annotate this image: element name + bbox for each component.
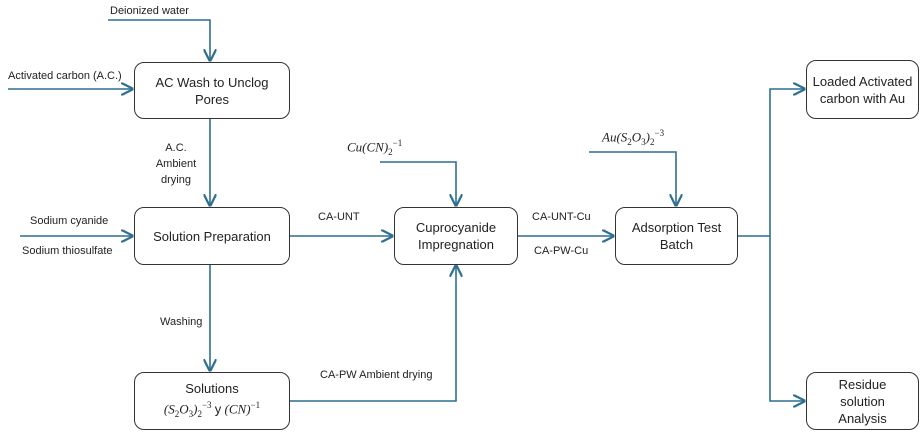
ac-wash-label: AC Wash to Unclog Pores xyxy=(155,74,269,107)
adsorption-label: Adsorption Test Batch xyxy=(631,220,722,252)
au-formula: Au(S2O3)2−3 xyxy=(602,128,665,147)
arrow-au xyxy=(589,151,676,205)
ca-unt-label: CA-UNT xyxy=(318,211,360,223)
loaded-label: Loaded Activated carbon with Au xyxy=(812,73,913,106)
solutions-box: Solutions (S2O3)2−3 y (CN)−1 xyxy=(134,372,290,430)
residue-label: Residue solution Analysis xyxy=(838,376,887,426)
arrow-deionized xyxy=(108,19,210,60)
washing-label: Washing xyxy=(160,316,203,328)
ca-pw-drying-label: CA-PW Ambient drying xyxy=(320,369,433,381)
cupro-box: Cuprocyanide Impregnation xyxy=(394,207,518,265)
ac-wash-box: AC Wash to Unclog Pores xyxy=(134,62,290,119)
arrow-cu xyxy=(380,161,456,205)
cu-formula: Cu(CN)2−1 xyxy=(347,138,403,157)
arrow-split xyxy=(738,89,804,237)
sodium-cyanide-label: Sodium cyanide xyxy=(30,215,109,227)
solution-prep-box: Solution Preparation xyxy=(134,207,290,265)
loaded-box: Loaded Activated carbon with Au xyxy=(806,60,919,119)
solutions-formula: (S2O3)2−3 y (CN)−1 xyxy=(163,399,261,419)
solutions-label: Solutions xyxy=(185,380,239,396)
arrow-residue xyxy=(769,236,804,401)
ca-unt-cu-label: CA-UNT-Cu xyxy=(532,211,591,223)
solution-prep-label: Solution Preparation xyxy=(153,228,271,244)
ambient-drying-label: A.C. Ambient drying xyxy=(155,142,197,186)
adsorption-box: Adsorption Test Batch xyxy=(615,207,738,265)
activated-carbon-label: Activated carbon (A.C.) xyxy=(8,70,122,82)
cupro-label: Cuprocyanide Impregnation xyxy=(415,220,497,252)
residue-box: Residue solution Analysis xyxy=(806,372,919,430)
ca-pw-cu-label: CA-PW-Cu xyxy=(534,245,589,257)
deionized-water-label: Deionized water xyxy=(110,5,189,17)
sodium-thiosulfate-label: Sodium thiosulfate xyxy=(22,245,113,257)
arrow-ca-pw xyxy=(290,266,456,402)
